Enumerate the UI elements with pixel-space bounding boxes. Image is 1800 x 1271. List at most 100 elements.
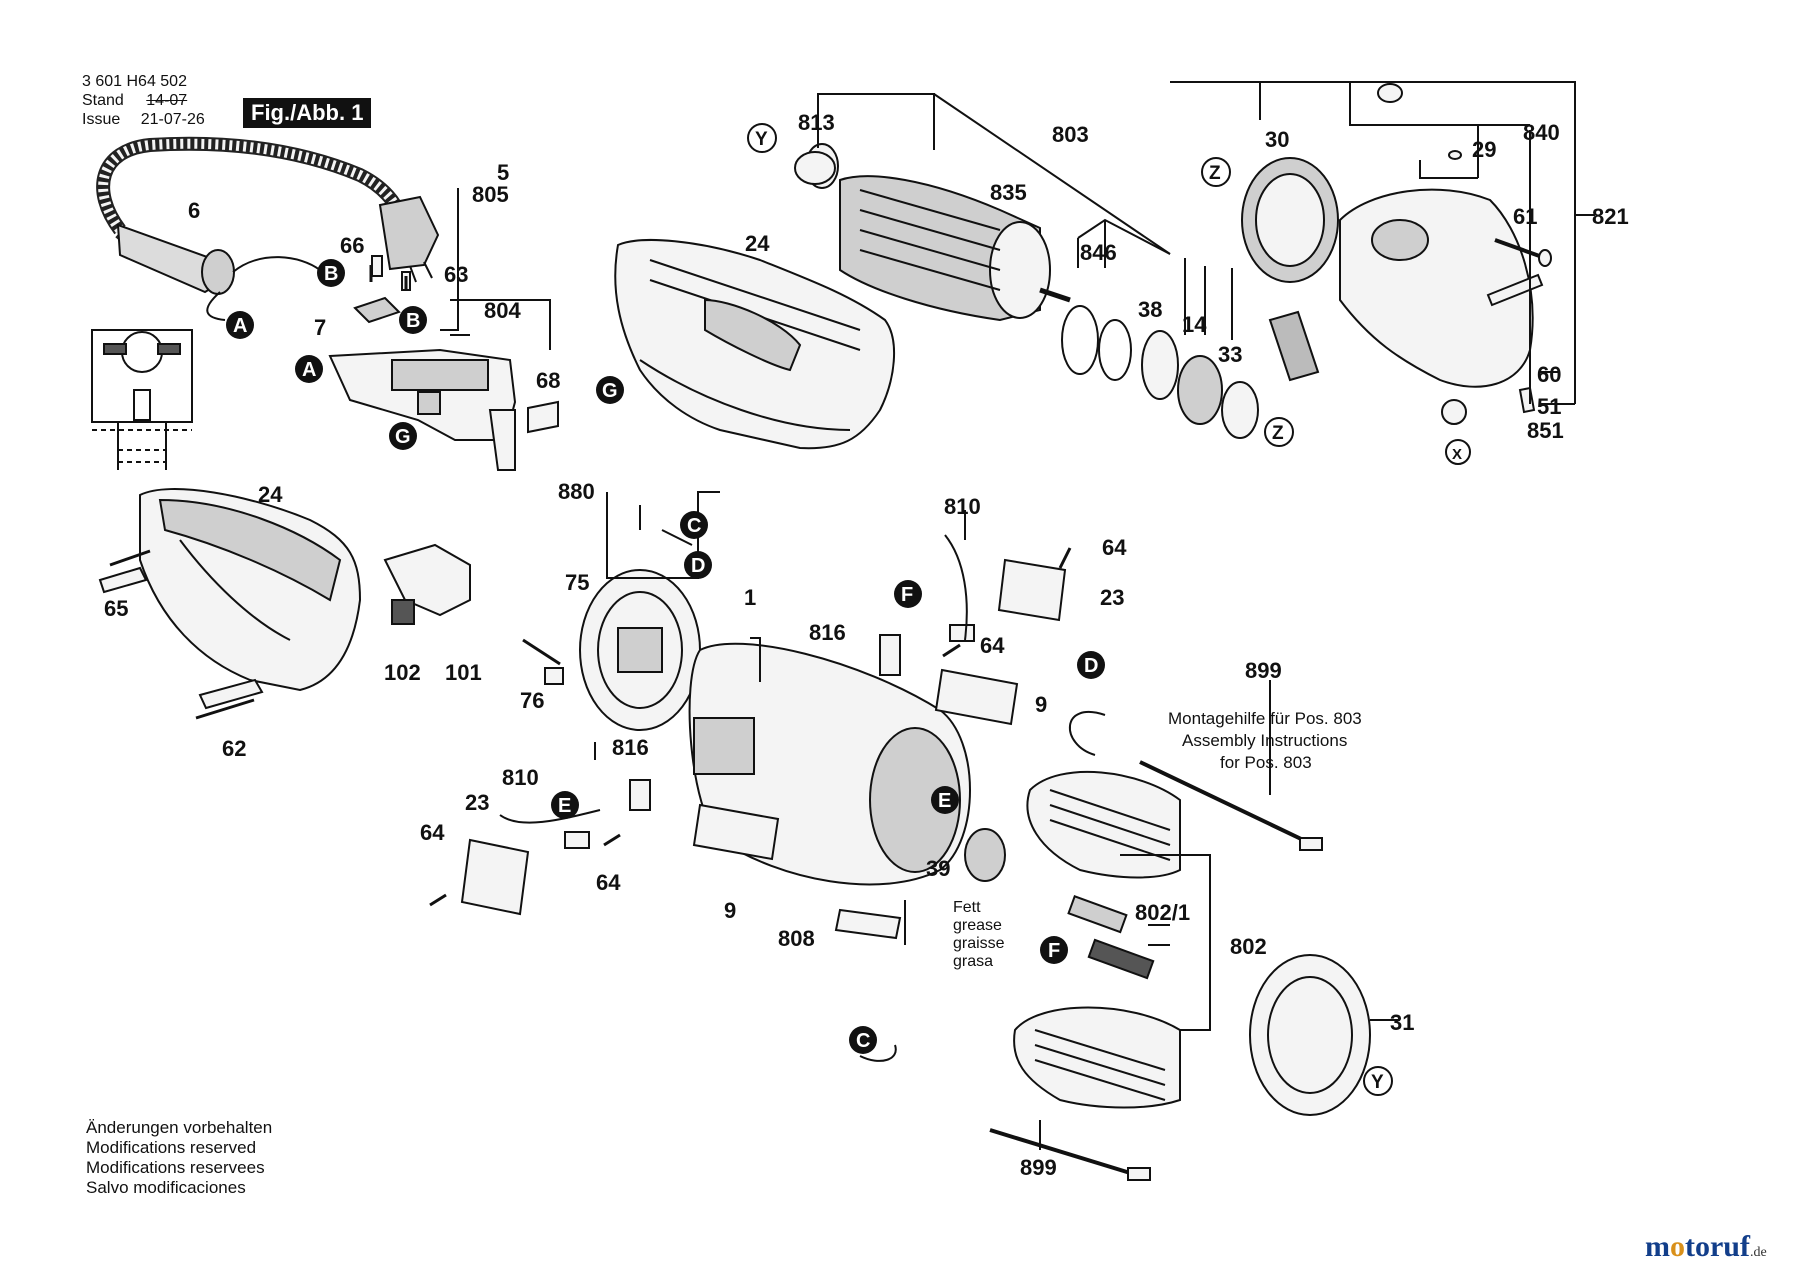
svg-text:X: X [1452, 446, 1462, 463]
part-label-30: 30 [1265, 127, 1289, 152]
part-label-816-upper: 816 [809, 620, 846, 645]
stand-label: Stand [82, 92, 124, 109]
fan-guide [1249, 954, 1371, 1116]
assembly-note-line3: for Pos. 803 [1220, 753, 1312, 772]
part-label-899-lower: 899 [1020, 1155, 1057, 1180]
figure-label: Fig./Abb. 1 [243, 98, 372, 128]
document-header: 3 601 H64 502 Stand 14-07 Issue 21-07-26 [82, 72, 205, 129]
part-label-24-upper: 24 [745, 231, 770, 256]
power-cord [96, 136, 440, 321]
part-label-851: 851 [1527, 418, 1564, 443]
connector-b-2: B [399, 306, 427, 334]
svg-text:B: B [324, 263, 338, 285]
small-parts [460, 534, 1323, 1181]
part-label-810-lower: 810 [502, 765, 539, 790]
part-label-808: 808 [778, 926, 815, 951]
housing-half-lower [98, 488, 471, 710]
issue-value: 21-07-26 [140, 111, 205, 128]
part-label-840: 840 [1523, 120, 1560, 145]
part-label-51: 51 [1537, 394, 1561, 419]
svg-text:B: B [406, 310, 420, 332]
connector-z-1: Z [1201, 157, 1231, 187]
part-label-31: 31 [1390, 1010, 1414, 1035]
footer-line-en: Modifications reserved [86, 1138, 257, 1157]
grease-note-line3: graisse [953, 935, 1005, 952]
document-number: 3 601 H64 502 [82, 73, 187, 90]
part-label-29: 29 [1472, 137, 1496, 162]
part-label-802: 802 [1230, 934, 1267, 959]
wiring-schematic [91, 329, 193, 470]
part-label-23-lower: 23 [465, 790, 489, 815]
connector-callouts: B A B A G G C D F D E E F C Y Y Z Z X [226, 123, 1471, 1096]
svg-text:Z: Z [1209, 163, 1221, 184]
part-label-68: 68 [536, 368, 560, 393]
connector-c-2: C [849, 1026, 877, 1054]
svg-text:Y: Y [1371, 1072, 1384, 1093]
part-label-64-left: 64 [420, 820, 445, 845]
connector-e-1: E [551, 791, 579, 819]
svg-text:C: C [687, 515, 701, 537]
grease-note-line1: Fett [953, 899, 981, 916]
footer-line-de: Änderungen vorbehalten [86, 1118, 273, 1137]
connector-g-1: G [389, 422, 417, 450]
part-label-63: 63 [444, 262, 468, 287]
assembly-note-line2: Assembly Instructions [1182, 731, 1347, 750]
connector-y-2: Y [1363, 1066, 1393, 1096]
issue-row: Issue 21-07-26 [82, 110, 205, 129]
part-label-804: 804 [484, 298, 521, 323]
part-label-62: 62 [222, 736, 246, 761]
connector-c-1: C [680, 511, 708, 539]
footer-line-es: Salvo modificaciones [86, 1178, 246, 1197]
screws [109, 238, 1552, 907]
part-label-821: 821 [1592, 204, 1629, 229]
housing-half-upper [614, 239, 896, 450]
assembly-note-line1: Montagehilfe für Pos. 803 [1168, 709, 1362, 728]
connector-g-2: G [596, 376, 624, 404]
connector-b-1: B [317, 259, 345, 287]
connector-z-2: Z [1264, 417, 1294, 447]
part-label-76: 76 [520, 688, 544, 713]
svg-text:G: G [395, 426, 411, 448]
part-label-14: 14 [1182, 312, 1207, 337]
part-label-24-lower: 24 [258, 482, 283, 507]
part-label-39: 39 [926, 856, 950, 881]
part-label-64-upper: 64 [1102, 535, 1127, 560]
part-label-65: 65 [104, 596, 128, 621]
part-labels: 5 805 6 66 63 804 7 68 880 24 24 65 102 … [104, 110, 1629, 1180]
svg-text:A: A [233, 315, 247, 337]
brand-logo: motoruf.de [1645, 1230, 1767, 1263]
field-coil [1013, 770, 1181, 1109]
part-label-9-lower: 9 [724, 898, 736, 923]
svg-text:Z: Z [1272, 423, 1284, 444]
svg-text:C: C [856, 1030, 870, 1052]
part-label-1: 1 [744, 585, 756, 610]
part-label-6: 6 [188, 198, 200, 223]
part-label-816-lower: 816 [612, 735, 649, 760]
part-label-880: 880 [558, 479, 595, 504]
connector-f-1: F [894, 580, 922, 608]
stand-value: 14-07 [146, 92, 188, 109]
connector-a-2: A [295, 355, 323, 383]
part-label-23-upper: 23 [1100, 585, 1124, 610]
part-label-101: 101 [445, 660, 482, 685]
connector-e-2: E [931, 786, 959, 814]
svg-text:G: G [602, 380, 618, 402]
footer-line-fr: Modifications reservees [86, 1158, 265, 1177]
part-label-803: 803 [1052, 122, 1089, 147]
connector-x: X [1445, 439, 1471, 465]
part-label-102: 102 [384, 660, 421, 685]
armature [805, 143, 1071, 322]
assembly-note: Montagehilfe für Pos. 803 Assembly Instr… [1168, 709, 1362, 772]
grease-note-line2: grease [953, 917, 1002, 934]
issue-label: Issue [82, 111, 121, 128]
bearings [794, 151, 1259, 439]
svg-text:F: F [1048, 940, 1060, 962]
svg-text:Y: Y [755, 129, 768, 150]
part-label-7: 7 [314, 315, 326, 340]
part-label-835: 835 [990, 180, 1027, 205]
footer-notes: Änderungen vorbehalten Modifications res… [86, 1118, 272, 1198]
connector-d-2: D [1077, 651, 1105, 679]
part-label-75: 75 [565, 570, 589, 595]
